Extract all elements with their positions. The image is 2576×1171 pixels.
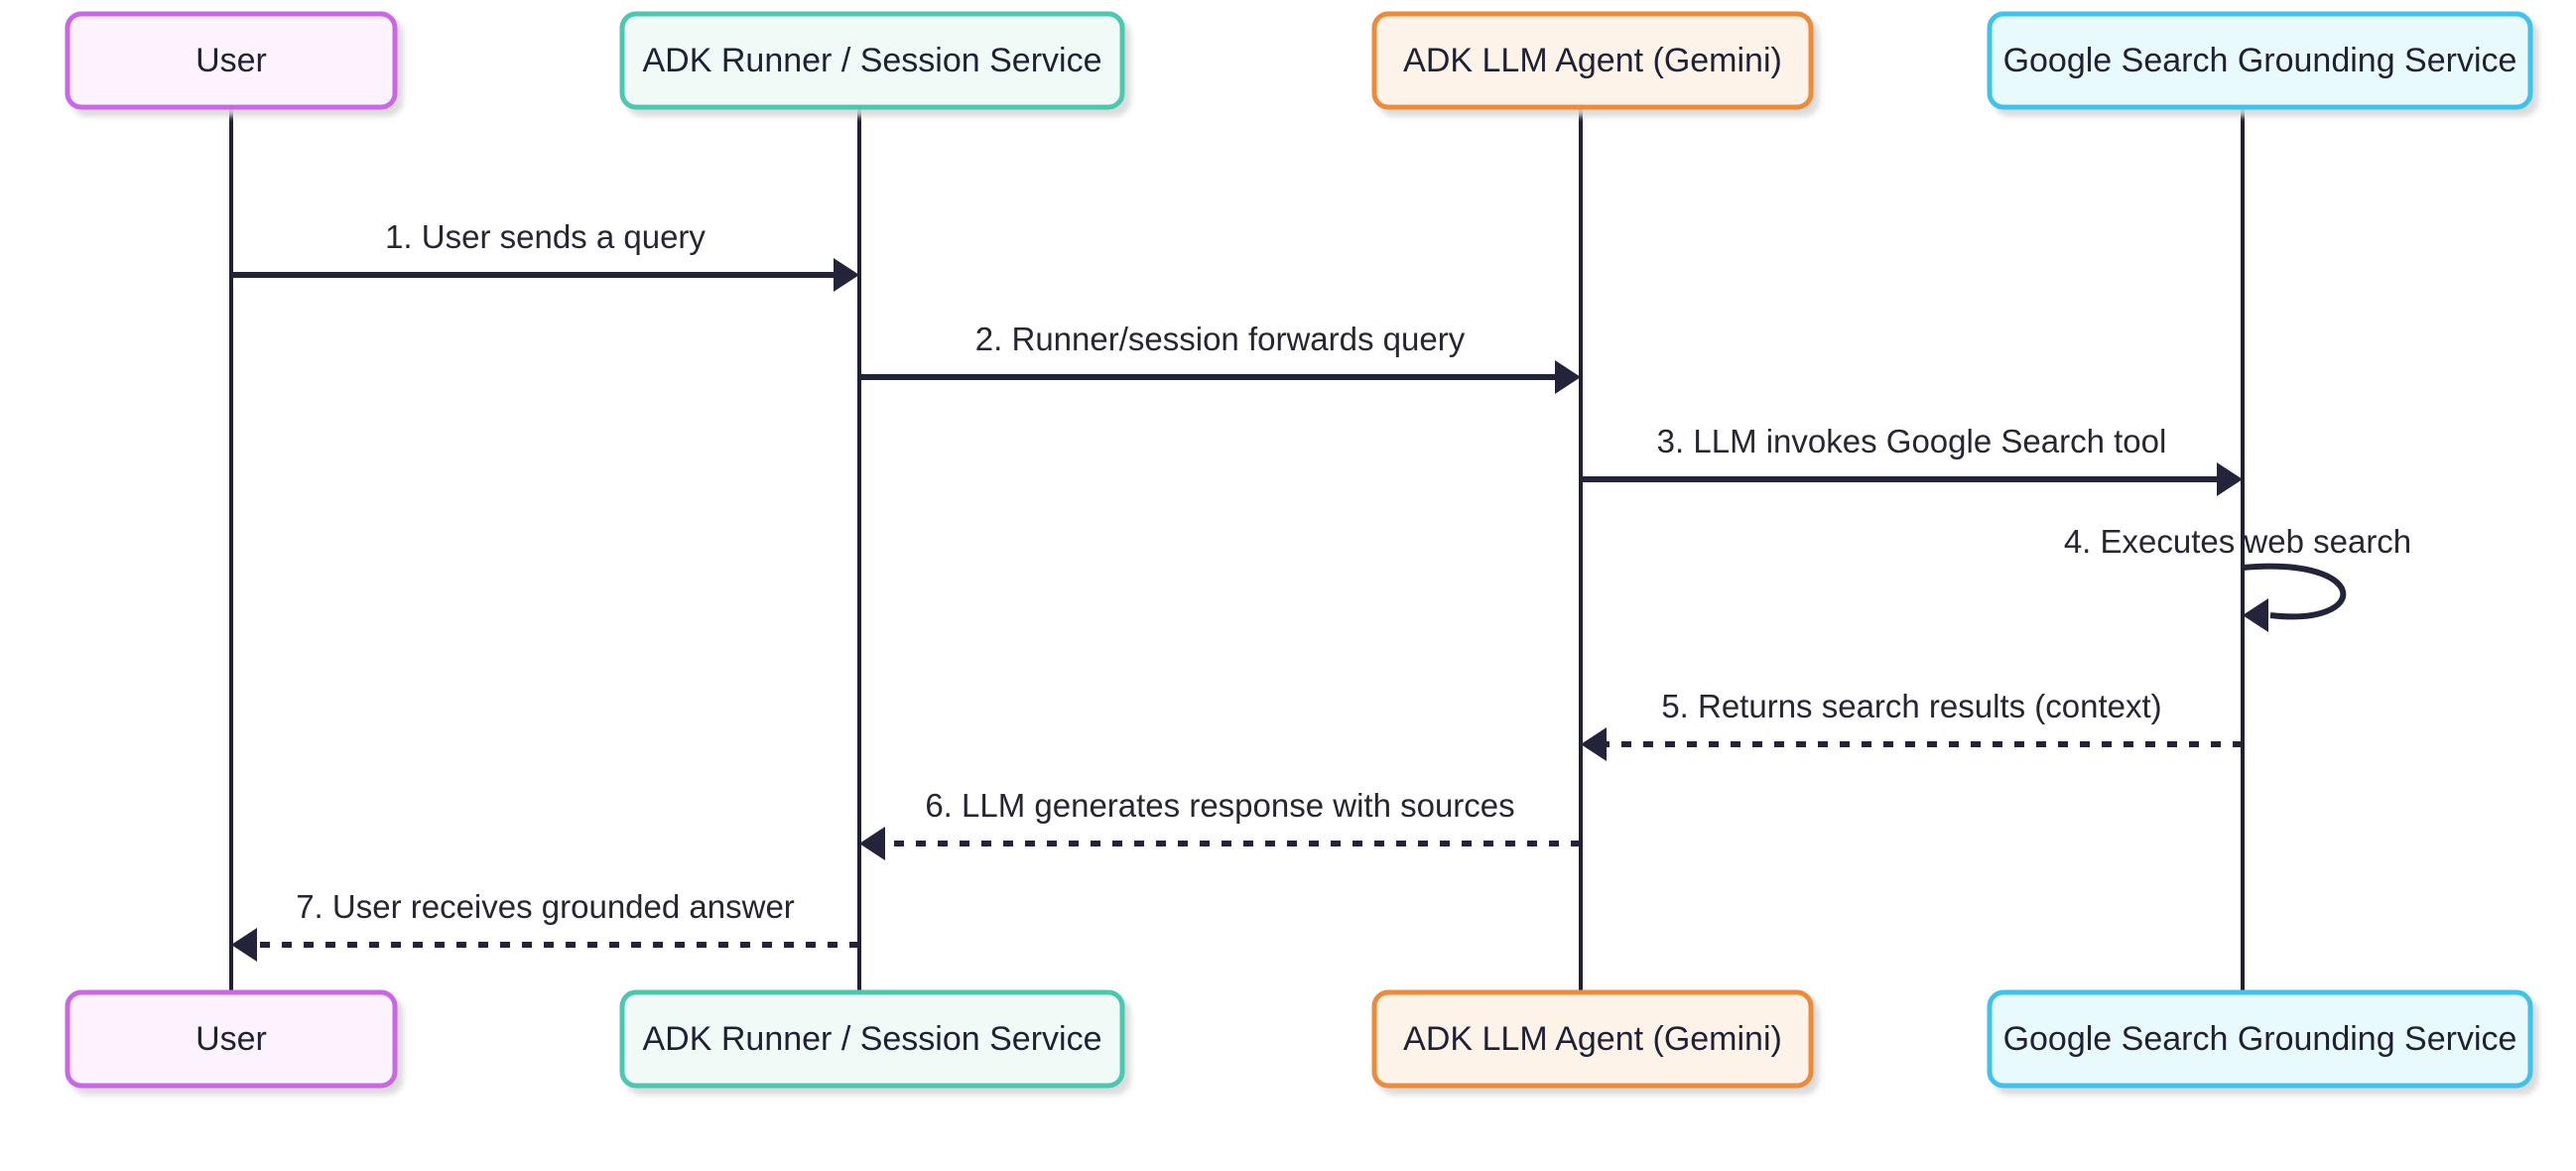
arrow-head-7 — [231, 928, 257, 962]
actor-boxes-bottom-group: User ADK Runner / Session Service ADK LLM … — [64, 989, 2533, 1089]
actor-boxes-top-group: User ADK Runner / Session Service ADK LLM … — [64, 11, 2533, 110]
arrow-head-2 — [1555, 360, 1581, 394]
actor-box-search-bottom[interactable] — [1987, 989, 2533, 1089]
actor-box-agent-top[interactable] — [1371, 11, 1814, 110]
arrow-head-1 — [834, 258, 859, 292]
message-label-2: 2. Runner/session forwards query — [975, 321, 1466, 357]
message-label-7: 7. User receives grounded answer — [296, 888, 795, 925]
actor-box-user-top[interactable] — [64, 11, 398, 110]
actor-label-agent-top: ADK LLM Agent (Gemini) — [1403, 42, 1782, 79]
message-line-4 — [2242, 563, 2347, 620]
actor-label-user-bottom: User — [195, 1020, 267, 1058]
actor-label-search-bottom: Google Search Grounding Service — [2003, 1020, 2517, 1058]
arrow-head-5 — [1581, 727, 1607, 761]
message-label-1: 1. User sends a query — [385, 218, 706, 255]
arrow-head-6 — [859, 827, 885, 860]
actor-label-runner-top: ADK Runner / Session Service — [643, 42, 1102, 79]
arrow-head-3 — [2217, 462, 2243, 496]
message-label-6: 6. LLM generates response with sources — [925, 787, 1514, 824]
actor-label-user-top: User — [195, 42, 267, 79]
actor-box-runner-bottom[interactable] — [619, 989, 1125, 1089]
actor-label-search-top: Google Search Grounding Service — [2003, 42, 2517, 79]
actor-box-search-top[interactable] — [1987, 11, 2533, 110]
actor-label-runner-bottom: ADK Runner / Session Service — [643, 1020, 1102, 1058]
messages-group: 1. User sends a query 2. Runner/session f… — [231, 218, 2411, 962]
message-label-3: 3. LLM invokes Google Search tool — [1657, 423, 2167, 459]
actor-box-runner-top[interactable] — [619, 11, 1125, 110]
actor-box-agent-bottom[interactable] — [1371, 989, 1814, 1089]
message-label-4: 4. Executes web search — [2064, 523, 2411, 560]
actor-label-agent-bottom: ADK LLM Agent (Gemini) — [1403, 1020, 1782, 1058]
lifelines-group — [229, 107, 2245, 992]
arrow-head-4 — [2243, 598, 2268, 632]
actor-box-user-bottom[interactable] — [64, 989, 398, 1089]
message-label-5: 5. Returns search results (context) — [1661, 688, 2161, 724]
